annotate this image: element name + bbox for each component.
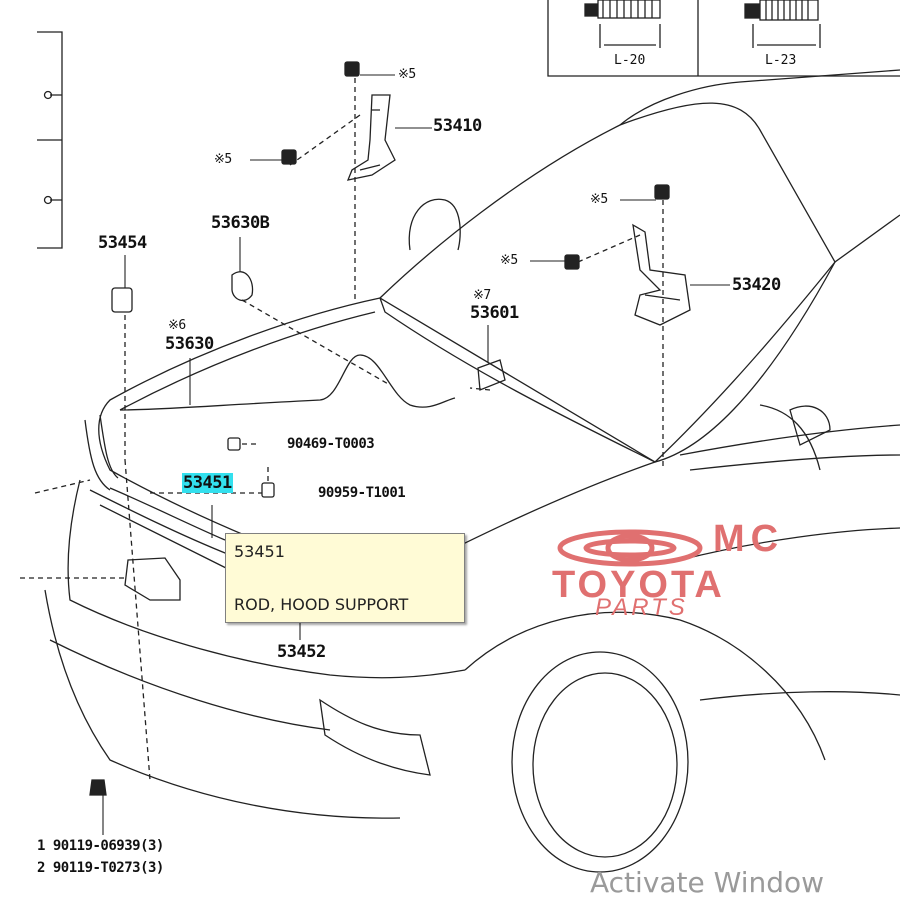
wheel-outer: [511, 651, 689, 873]
inset-bolt-right: [744, 0, 821, 48]
headlamp-left: [84, 414, 119, 491]
toyota-emblem-icon: [557, 529, 703, 567]
bottom-part-line-2[interactable]: 2 90119-T0273(3): [37, 860, 164, 876]
bottom-part-line-1[interactable]: 1 90119-06939(3): [37, 838, 164, 854]
part-53601-bracket: [477, 359, 506, 391]
part-label-53454[interactable]: 53454: [98, 233, 147, 253]
part-label-53410[interactable]: 53410: [433, 116, 482, 136]
hood-inner: [119, 311, 376, 411]
rod-53451: [109, 487, 226, 541]
windshield: [379, 102, 836, 463]
part-53630b-cushion: [231, 271, 254, 302]
tooltip-description: ROD, HOOD SUPPORT: [234, 595, 409, 614]
ruler-dot-2: [43, 195, 53, 205]
mirror: [789, 405, 831, 446]
note-6: ※6: [168, 318, 186, 333]
cable-53630: [119, 354, 456, 411]
clip-90469: [227, 437, 241, 451]
note-5-left: ※5: [214, 152, 232, 167]
bottom-bolt: [89, 779, 107, 796]
part-label-90959[interactable]: 90959-T1001: [318, 485, 406, 501]
activate-windows-watermark: Activate Window: [590, 866, 825, 899]
left-ruler: [37, 31, 63, 249]
part-label-53451[interactable]: 53451: [182, 473, 233, 493]
roof-line: [619, 69, 900, 126]
ruler-dot-1: [43, 90, 53, 100]
note-5-right-mid: ※5: [500, 253, 518, 268]
note-7: ※7: [473, 288, 491, 303]
part-53454-clip: [111, 287, 133, 313]
inset-bolt-left: [584, 0, 661, 48]
fender: [464, 611, 826, 761]
part-label-53630b[interactable]: 53630B: [211, 213, 270, 233]
wheel-inner: [532, 672, 678, 858]
bolt-right-mid: [564, 254, 580, 270]
front-fascia: [67, 479, 466, 679]
hinge-53420: [632, 223, 691, 326]
brand-mc: MC: [713, 518, 785, 560]
grille-upper: [89, 489, 231, 571]
bolt-left: [281, 149, 297, 165]
inset-label-right: L-23: [765, 53, 797, 68]
inset-box: [547, 0, 900, 77]
headrest: [408, 198, 461, 251]
a-pillar: [654, 214, 900, 463]
bumper: [44, 589, 401, 819]
part-label-53420[interactable]: 53420: [732, 275, 781, 295]
part-label-90469[interactable]: 90469-T0003: [287, 436, 375, 452]
body-side: [679, 404, 900, 701]
part-tooltip: 53451 ROD, HOOD SUPPORT: [225, 533, 465, 623]
inset-label-left: L-20: [614, 53, 646, 68]
lock-53452: [124, 557, 181, 601]
part-label-53451-highlight: 53451: [182, 473, 233, 493]
brand-parts: PARTS: [595, 594, 688, 621]
hinge-53410: [346, 94, 396, 181]
part-label-53601[interactable]: 53601: [470, 303, 519, 323]
tooltip-part-number: 53451: [234, 542, 285, 561]
fog-lamp: [319, 698, 431, 776]
note-5-top: ※5: [398, 67, 416, 82]
part-label-53630[interactable]: 53630: [165, 334, 214, 354]
bolt-top: [344, 61, 360, 77]
part-label-53452[interactable]: 53452: [277, 642, 326, 662]
clip-90959: [261, 482, 275, 498]
brand-toyota: TOYOTA: [552, 564, 725, 606]
bolt-right-top: [654, 184, 670, 200]
note-5-right-top: ※5: [590, 192, 608, 207]
